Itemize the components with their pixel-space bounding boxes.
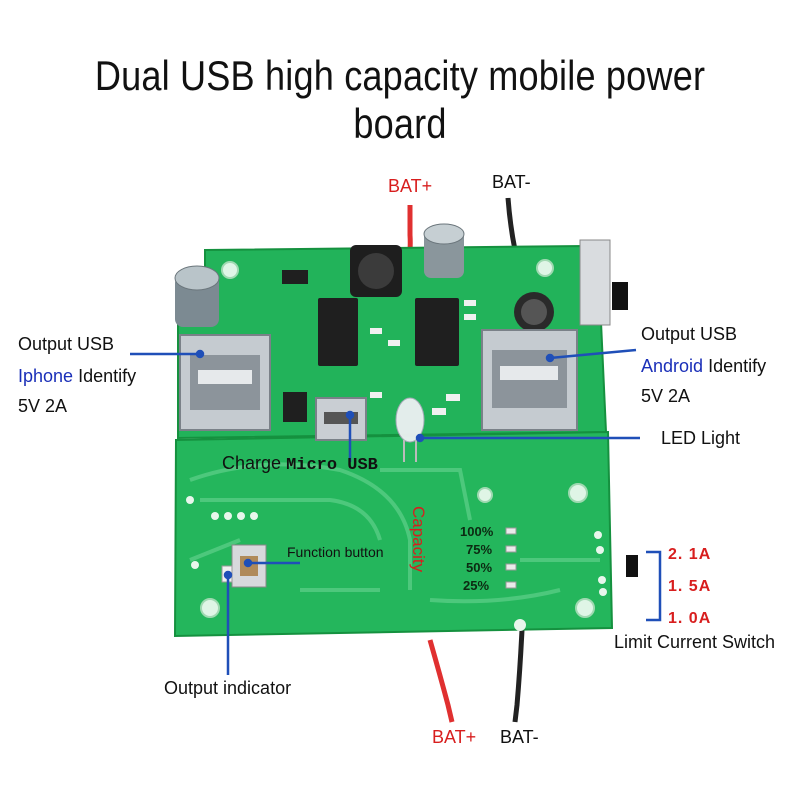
limit-option-1-0a: 1. 0A xyxy=(668,610,712,627)
bat-plus-top-label: BAT+ xyxy=(388,176,433,196)
capacity-level-75: 75% xyxy=(466,542,493,557)
capacitor-right xyxy=(514,292,554,332)
output-usb-right-label: Output USB xyxy=(641,324,738,344)
capacity-leds xyxy=(505,527,517,589)
micro-usb-label: Micro USB xyxy=(286,456,378,475)
power-slide-switch xyxy=(579,239,628,326)
output-usb-left-label: Output USB xyxy=(18,334,115,354)
bat-plus-bottom-label: BAT+ xyxy=(432,727,477,747)
android-identify-label: Android Identify xyxy=(641,356,766,377)
ic-chips xyxy=(282,270,459,422)
spec-right-label: 5V 2A xyxy=(641,386,691,406)
pcb-pads xyxy=(186,496,607,631)
bat-plus-bottom-wire xyxy=(427,639,455,723)
led-component xyxy=(395,397,425,462)
spec-left-label: 5V 2A xyxy=(18,396,68,416)
capacity-label: Capacity xyxy=(409,506,428,573)
mounting-holes xyxy=(200,259,595,618)
identify-right-label: Identify xyxy=(708,356,767,376)
limit-current-switch-component xyxy=(626,555,638,577)
limit-bracket xyxy=(646,550,662,622)
led-light-label: LED Light xyxy=(661,428,741,448)
micro-usb-port xyxy=(315,397,367,441)
capacity-level-25: 25% xyxy=(463,578,490,593)
bat-minus-top-label: BAT- xyxy=(492,172,531,192)
identify-left-label: Identify xyxy=(78,366,137,386)
callout-lines xyxy=(130,348,640,675)
android-label: Android xyxy=(641,356,704,376)
capacitor-left xyxy=(174,265,220,327)
limit-current-switch-label: Limit Current Switch xyxy=(614,632,776,652)
charge-micro-usb-label: Charge Micro USB xyxy=(222,453,378,475)
lower-pcb xyxy=(173,430,614,638)
usb-port-left xyxy=(179,334,271,431)
usb-port-right xyxy=(481,329,578,431)
output-indicator-label: Output indicator xyxy=(164,678,292,698)
function-button-label: Function button xyxy=(287,544,384,560)
pcb-traces xyxy=(189,462,600,604)
inductor xyxy=(350,245,402,297)
limit-option-1-5a: 1. 5A xyxy=(668,578,712,595)
capacity-level-100: 100% xyxy=(460,524,494,539)
bat-minus-bottom-wire xyxy=(512,629,525,723)
iphone-label: Iphone xyxy=(18,366,74,386)
iphone-identify-label: Iphone Identify xyxy=(18,366,136,387)
charge-label: Charge xyxy=(222,453,282,473)
bat-minus-bottom-label: BAT- xyxy=(500,727,539,747)
page-title: Dual USB high capacity mobile power boar… xyxy=(94,52,706,147)
capacitor-top xyxy=(423,223,465,278)
limit-option-2-1a: 2. 1A xyxy=(668,546,712,563)
capacity-level-50: 50% xyxy=(466,560,493,575)
